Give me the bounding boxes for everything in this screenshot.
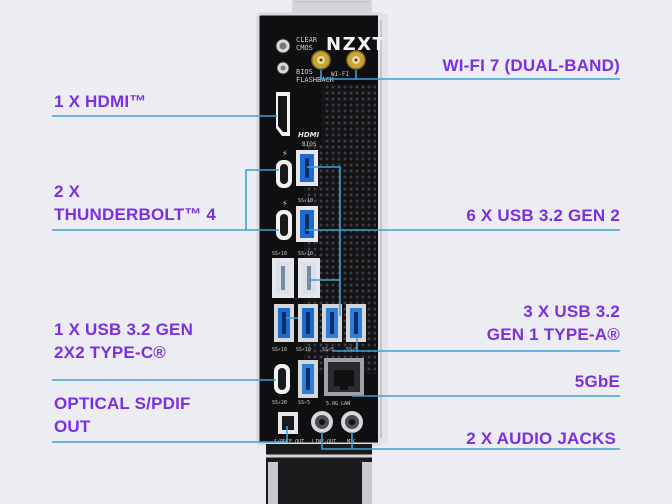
- usb-a-port[interactable]: [274, 304, 294, 342]
- antenna-connector-icon[interactable]: [311, 50, 331, 70]
- clear-cmos-button-icon[interactable]: [275, 38, 291, 54]
- bottom-bracket: [266, 444, 372, 504]
- callout-audio: 2 X AUDIO JACKS: [466, 429, 616, 448]
- callout-wifi: WI-FI 7 (DUAL-BAND): [442, 56, 620, 75]
- top-bracket: [292, 0, 372, 16]
- thunderbolt-icon: ⚡: [282, 149, 288, 158]
- usb-a-port[interactable]: [296, 206, 318, 242]
- usb-speed-label: SS⚡5: [298, 400, 310, 406]
- usb-speed-label: SS⚡5: [322, 347, 334, 353]
- usb-a-port[interactable]: [322, 304, 342, 342]
- usb-a-port[interactable]: [272, 258, 294, 298]
- usb-a-port[interactable]: [298, 258, 320, 298]
- mic-jack[interactable]: [341, 411, 363, 433]
- leader-thunderbolt: [52, 169, 279, 231]
- usb-speed-label: SS⚡10: [298, 198, 313, 204]
- leader-wifi: [320, 70, 620, 80]
- usb-speed-label: SS⚡10: [272, 347, 287, 353]
- brand-logo: NZXT: [326, 34, 386, 55]
- leader-usb-gen1: [333, 338, 620, 352]
- bios-flashback-button-icon[interactable]: [276, 61, 290, 75]
- callout-thunderbolt: 2 X THUNDERBOLT™ 4: [54, 182, 217, 224]
- leader-audio: [321, 432, 620, 450]
- hdmi-port[interactable]: [276, 92, 290, 136]
- callout-usb-gen2: 6 X USB 3.2 GEN 2: [466, 206, 620, 225]
- callout-usb-gen2x2: 1 X USB 3.2 GEN 2X2 TYPE-C®: [54, 320, 194, 362]
- usb-speed-label: SS⚡10: [298, 251, 313, 257]
- wifi-port-label: WI-FI: [331, 71, 349, 78]
- callout-usb-gen1: 3 X USB 3.2 GEN 1 TYPE-A®: [486, 302, 620, 344]
- thunderbolt-icon: ⚡: [282, 199, 288, 208]
- callout-hdmi: 1 X HDMI™: [54, 92, 147, 111]
- leader-optical: [52, 426, 288, 443]
- spdif-label: S/PDIF OUT: [274, 439, 304, 445]
- usb-speed-label: SS⚡20: [272, 400, 287, 406]
- usb-a-port[interactable]: [296, 150, 318, 186]
- callout-optical: OPTICAL S/PDIF OUT: [54, 394, 191, 436]
- usb-a-port[interactable]: [298, 304, 318, 342]
- leader-usb-gen2: [286, 166, 620, 319]
- callout-lan: 5GbE: [574, 372, 620, 391]
- usb-speed-label: SS⚡10: [296, 347, 311, 353]
- hdmi-port-label: HDMI: [298, 131, 320, 139]
- lan-port[interactable]: [324, 358, 364, 396]
- usb-speed-label: SS⚡10: [272, 251, 287, 257]
- line-out-jack[interactable]: [311, 411, 333, 433]
- usb-a-port[interactable]: [298, 360, 318, 398]
- lan-port-label: 5.0G LAN: [326, 401, 350, 407]
- optical-spdif-port[interactable]: [278, 412, 298, 434]
- bios-usb-label: BIOS: [302, 141, 317, 148]
- antenna-connector-icon[interactable]: [346, 50, 366, 70]
- line-out-label: LINE-OUT: [312, 439, 336, 445]
- leader-lines: [52, 70, 620, 450]
- usb-speed-label: SS⚡5: [346, 347, 358, 353]
- usb-a-port[interactable]: [346, 304, 366, 342]
